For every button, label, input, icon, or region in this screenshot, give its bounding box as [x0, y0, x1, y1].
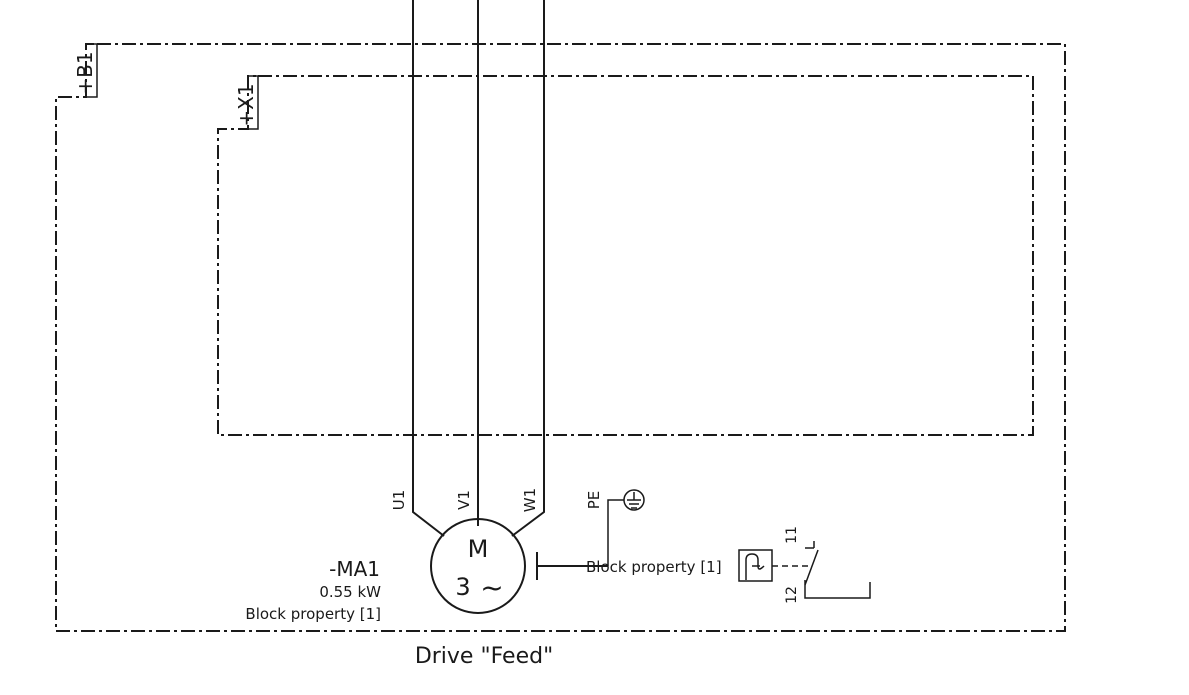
terminal-label-u1: U1: [390, 490, 408, 511]
motor-block-property: Block property [1]: [245, 605, 381, 623]
supply-wires: [412, 0, 545, 537]
motor-symbol-m: M: [468, 535, 489, 563]
location-label-outer: +B1: [73, 51, 97, 94]
drive-title: Drive "Feed": [415, 644, 553, 669]
contact-terminal-12: 12: [784, 586, 800, 604]
motor-symbol-phase: 3: [455, 573, 470, 601]
ground-icon: [623, 489, 645, 511]
location-label-inner: +X1: [234, 83, 258, 126]
motor-symbol[interactable]: M 3 ~: [430, 518, 526, 614]
thermal-sensor-icon[interactable]: [738, 549, 773, 582]
location-box-inner: +X1: [217, 75, 1034, 436]
motor-power: 0.55 kW: [319, 583, 381, 601]
motor-shaft: [536, 552, 608, 580]
pe-connection: PE: [585, 489, 645, 566]
location-box-outer: +B1: [55, 43, 1066, 632]
wire-u1: [412, 0, 445, 537]
thermal-contact[interactable]: 11 12: [772, 526, 871, 604]
pe-label: PE: [585, 491, 603, 510]
motor-tag: -MA1: [329, 557, 380, 581]
terminal-label-v1: V1: [455, 490, 473, 510]
wire-w1: [511, 0, 545, 537]
motor-symbol-wave: ~: [480, 571, 503, 604]
contact-terminal-11: 11: [784, 526, 800, 544]
terminal-label-w1: W1: [521, 488, 539, 512]
thermal-block-property: Block property [1]: [586, 558, 722, 576]
